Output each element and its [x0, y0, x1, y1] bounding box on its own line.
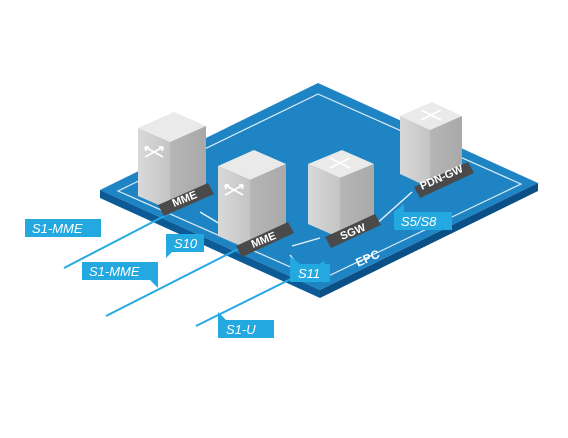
callout-s1-mme-lower: S1-MME [82, 262, 158, 288]
svg-text:S11: S11 [298, 266, 320, 281]
callout-s1-u: S1-U [218, 312, 274, 338]
svg-text:S1-U: S1-U [226, 322, 256, 337]
svg-text:S1-MME: S1-MME [32, 221, 83, 236]
callout-s11: S11 [290, 256, 330, 282]
svg-text:S10: S10 [174, 236, 198, 251]
mme-front-server: MME [218, 150, 294, 257]
router-icon [144, 146, 164, 158]
router-icon [420, 109, 442, 121]
router-icon [329, 157, 351, 169]
svg-text:S5/S8: S5/S8 [401, 214, 437, 229]
callout-s1-mme-upper: S1-MME [25, 219, 101, 237]
callout-s10: S10 [166, 234, 204, 258]
callout-s5-s8: S5/S8 [394, 204, 452, 230]
pdn-gw-server: PDN-GW [400, 102, 474, 198]
mme-back-server: MME [138, 112, 214, 216]
sgw-server: SGW [308, 150, 381, 248]
svg-text:S1-MME: S1-MME [89, 264, 140, 279]
router-icon [224, 184, 244, 196]
